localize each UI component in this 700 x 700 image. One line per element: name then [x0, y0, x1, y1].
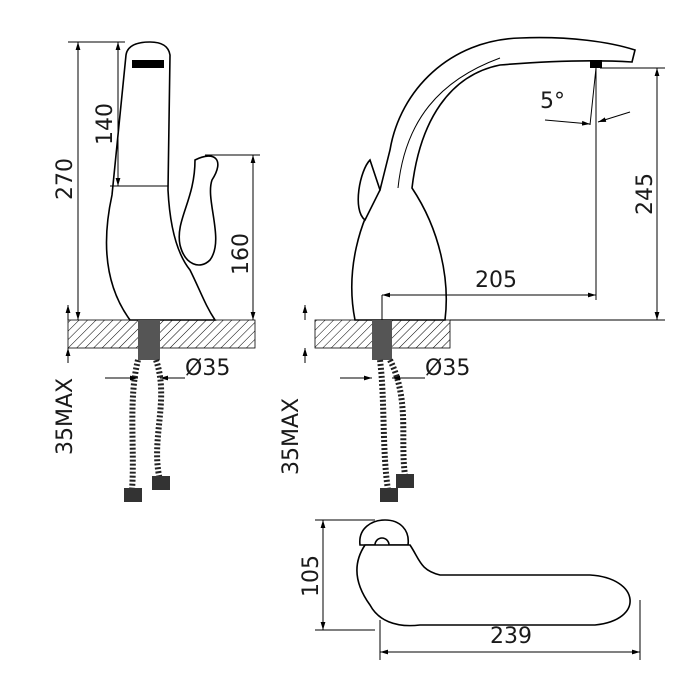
dim-spout-reach: 205 — [475, 268, 517, 293]
hose — [129, 359, 141, 491]
lever-handle — [178, 155, 219, 266]
dim-spout-angle: 5° — [540, 89, 565, 114]
dim-total-height: 270 — [53, 158, 78, 200]
dim-counter-thickness: 35MAX — [279, 398, 304, 475]
lever-top — [359, 519, 410, 546]
lever-handle — [357, 158, 381, 222]
side-view: 5° 245 205 Ø35 35MAX — [279, 36, 665, 502]
faucet-body-spout — [351, 36, 636, 321]
hose — [377, 359, 391, 491]
hose — [153, 359, 165, 481]
top-view: 105 239 — [299, 519, 641, 660]
countertop-section — [67, 319, 256, 349]
front-view: 270 140 160 Ø35 35MAX — [53, 41, 260, 502]
dim-counter-thickness: 35MAX — [53, 378, 78, 455]
aerator — [590, 60, 602, 68]
dim-top-width: 105 — [299, 555, 324, 597]
dim-lever-height: 160 — [229, 233, 254, 275]
mounting-stud — [138, 320, 160, 360]
hose-nut — [124, 488, 142, 502]
hose-nut — [152, 476, 170, 490]
hose — [387, 358, 408, 476]
dim-hole-diameter: Ø35 — [425, 356, 470, 381]
dim-hole-diameter: Ø35 — [185, 356, 230, 381]
spout-top — [356, 544, 631, 627]
hose-nut — [396, 474, 414, 488]
dim-spout-height: 245 — [633, 173, 658, 215]
hose-nut — [380, 488, 398, 502]
mounting-stud — [372, 320, 392, 360]
dim-top-length: 239 — [490, 624, 532, 649]
aerator — [132, 60, 164, 68]
dim-body-height: 140 — [93, 103, 118, 145]
faucet-body — [105, 41, 217, 321]
